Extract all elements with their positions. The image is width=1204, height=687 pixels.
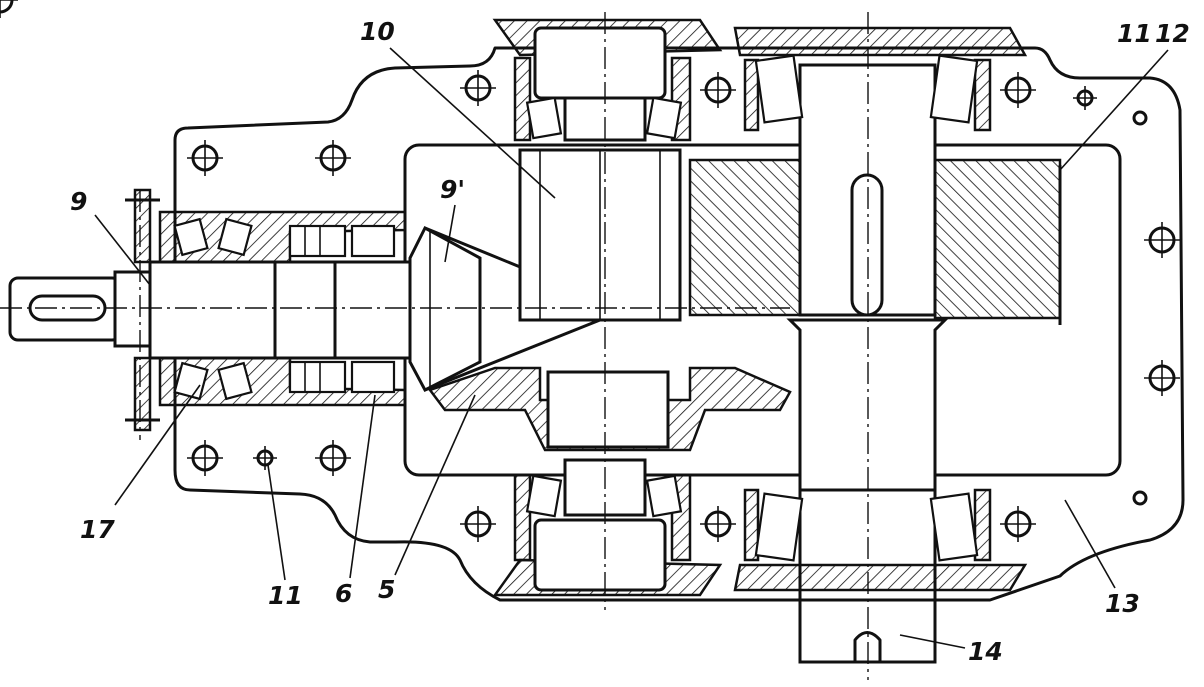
label-13: 13 bbox=[1105, 589, 1140, 618]
center-lines bbox=[0, 12, 869, 680]
spur-gear bbox=[688, 158, 1062, 325]
label-10: 10 bbox=[360, 17, 395, 46]
label-6: 6 bbox=[335, 579, 352, 608]
part-labels: 9 9' 10 11 12 17 11 6 5 13 14 bbox=[70, 17, 1190, 666]
label-17: 17 bbox=[80, 515, 115, 544]
label-14: 14 bbox=[968, 637, 1003, 666]
housing-outline bbox=[173, 46, 1185, 602]
label-9-prime: 9' bbox=[440, 175, 465, 204]
label-9: 9 bbox=[70, 187, 87, 216]
label-11-top: 11 bbox=[1117, 19, 1152, 48]
input-shaft bbox=[8, 188, 417, 432]
label-11-bottom: 11 bbox=[268, 581, 303, 610]
label-12: 12 bbox=[1155, 19, 1190, 48]
output-shaft bbox=[733, 26, 1028, 664]
leader-lines bbox=[94, 47, 1169, 649]
bolt-holes bbox=[0, 0, 1182, 544]
label-5: 5 bbox=[378, 575, 395, 604]
bevel-gear bbox=[427, 366, 792, 452]
